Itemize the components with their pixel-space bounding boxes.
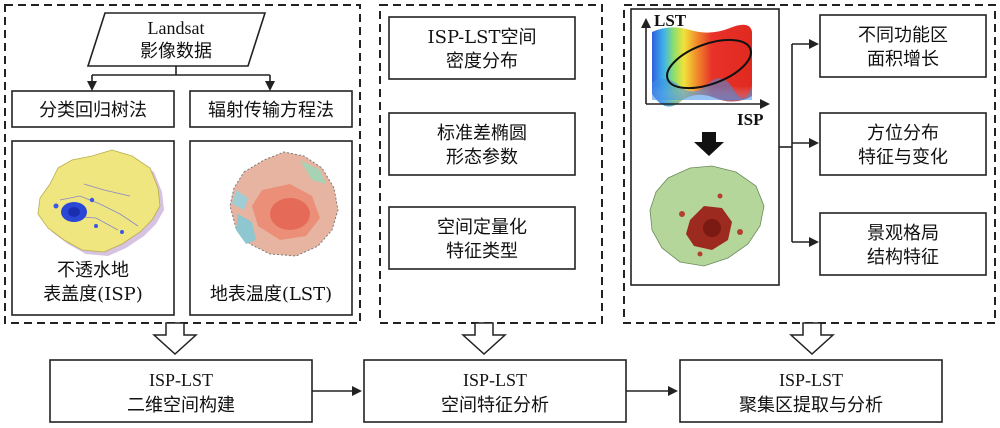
step3-line2: 聚集区提取与分析 (739, 395, 883, 416)
hollow-down-arrow-icon (461, 322, 507, 356)
lst-result-label: 地表温度(LST) (210, 284, 332, 305)
method-cart-box (11, 90, 175, 128)
landscape-line1: 景观格局 (867, 223, 939, 244)
density-distribution-box (388, 16, 576, 80)
feature-types-box (388, 206, 576, 270)
orientation-box (819, 112, 987, 176)
density-distribution-line2: 密度分布 (446, 51, 518, 72)
ellipse-parameters-box (388, 112, 576, 176)
hollow-down-arrow-icon (789, 322, 835, 356)
orientation-line1: 方位分布 (867, 123, 939, 144)
method-rte-label: 辐射传输方程法 (208, 100, 334, 121)
step1-line2: 二维空间构建 (127, 395, 235, 416)
aggregation-map-image (649, 165, 765, 267)
lst-axis-label: LST (654, 11, 687, 30)
area-growth-line1: 不同功能区 (858, 25, 948, 46)
method-cart-label: 分类回归树法 (39, 100, 147, 121)
step1-box (49, 359, 313, 423)
imagery-data-label: 影像数据 (140, 41, 212, 62)
feature-types-line2: 特征类型 (446, 241, 518, 262)
landsat-label: Landsat (148, 18, 205, 38)
landscape-box (819, 212, 987, 276)
isp-result-label-line1: 不透水地 (57, 260, 129, 281)
hollow-down-arrow-icon (152, 322, 198, 356)
density-distribution-line1: ISP-LST空间 (428, 27, 537, 48)
method-rte-box (189, 90, 353, 128)
landsat-source-node (86, 12, 267, 67)
ellipse-parameters-line2: 形态参数 (446, 147, 518, 168)
feature-types-line1: 空间定量化 (437, 217, 527, 238)
step3-box (679, 359, 943, 423)
isp-result-label-line2: 表盖度(ISP) (43, 284, 143, 305)
ellipse-parameters-line1: 标准差椭圆 (437, 123, 527, 144)
isp-lst-density-plot (652, 24, 752, 107)
step2-line1: ISP-LST (463, 370, 527, 390)
area-growth-line2: 面积增长 (867, 49, 939, 70)
orientation-line2: 特征与变化 (858, 147, 948, 168)
isp-axis-label: ISP (737, 110, 763, 129)
lst-map-image (229, 151, 339, 257)
step2-box (363, 359, 627, 423)
step2-line2: 空间特征分析 (441, 395, 549, 416)
area-growth-box (819, 14, 987, 78)
down-arrow-icon (694, 132, 724, 156)
landscape-line2: 结构特征 (867, 247, 939, 268)
step1-line1: ISP-LST (149, 370, 213, 390)
step3-line1: ISP-LST (779, 370, 843, 390)
isp-map-image (37, 149, 164, 256)
